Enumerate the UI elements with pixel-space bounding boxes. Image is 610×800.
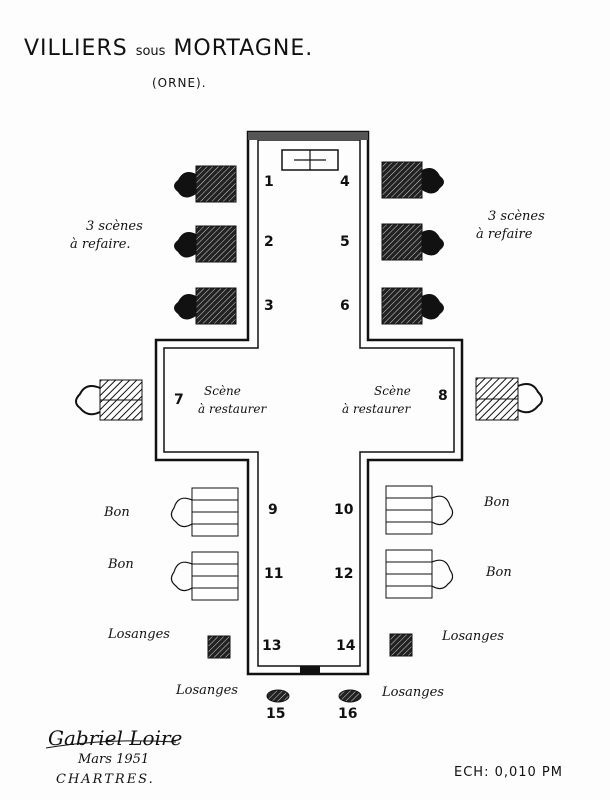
note-right-top-line2: à refaire [476, 227, 533, 242]
note-scene-8-line1: Scène [374, 384, 411, 398]
window-13 [207, 635, 231, 659]
north-wall [248, 132, 368, 140]
note-bon-left-1: Bon [104, 505, 130, 520]
note-scene-7-line1: Scène [204, 384, 241, 398]
title-part-1: VILLIERS [24, 36, 128, 61]
window-8 [475, 377, 543, 421]
page-title: VILLIERS sous MORTAGNE. [24, 36, 313, 61]
church-outer-wall [154, 130, 464, 676]
window-5 [381, 223, 444, 261]
window-9 [170, 487, 239, 537]
window-12 [385, 549, 454, 599]
window-number-14: 14 [336, 638, 356, 654]
window-2 [174, 225, 237, 263]
note-losanges-bottom-left: Losanges [176, 683, 238, 698]
note-left-top-line2: à refaire. [70, 237, 131, 252]
window-number-2: 2 [264, 234, 274, 250]
note-losanges-bottom-right: Losanges [382, 685, 444, 700]
window-number-3: 3 [264, 298, 274, 314]
window-10 [385, 485, 454, 535]
window-number-16: 16 [338, 706, 358, 722]
note-right-top-line1: 3 scènes [488, 209, 545, 224]
window-3 [174, 287, 237, 325]
window-number-10: 10 [334, 502, 354, 518]
note-left-top-line1: 3 scènes [86, 219, 143, 234]
window-number-9: 9 [268, 502, 278, 518]
note-losanges-right: Losanges [442, 629, 504, 644]
window-number-15: 15 [266, 706, 286, 722]
note-scene-7: Scène à restaurer [198, 382, 266, 418]
title-part-small: sous [135, 44, 166, 59]
window-15 [266, 689, 290, 703]
window-number-7: 7 [174, 392, 184, 408]
note-bon-left-2: Bon [108, 557, 134, 572]
title-part-2: MORTAGNE. [173, 36, 314, 61]
window-6 [381, 287, 444, 325]
window-number-11: 11 [264, 566, 284, 582]
note-scene-7-line2: à restaurer [198, 402, 267, 416]
window-number-1: 1 [264, 174, 274, 190]
window-11 [170, 551, 239, 601]
window-number-4: 4 [340, 174, 350, 190]
window-number-6: 6 [340, 298, 350, 314]
window-number-8: 8 [438, 388, 448, 404]
scale-label: ECH: 0,010 PM [454, 765, 563, 780]
window-number-12: 12 [334, 566, 354, 582]
signature: Gabriel Loire [48, 726, 183, 750]
window-4 [381, 161, 444, 199]
church-inner-wall [163, 139, 455, 667]
note-left-top: 3 scènes à refaire. [70, 218, 143, 254]
note-right-top: 3 scènes à refaire [476, 208, 545, 244]
note-scene-8: Scène à restaurer [342, 382, 411, 418]
note-losanges-left: Losanges [108, 627, 170, 642]
window-7 [75, 379, 143, 421]
window-number-13: 13 [262, 638, 282, 654]
date: Mars 1951 [78, 752, 150, 767]
page-subtitle: (ORNE). [152, 76, 207, 90]
window-14 [389, 633, 413, 657]
window-1 [174, 165, 237, 203]
entrance-door [300, 666, 320, 674]
note-bon-right-2: Bon [486, 565, 512, 580]
note-scene-8-line2: à restaurer [342, 402, 411, 416]
window-16 [338, 689, 362, 703]
city: CHARTRES. [56, 772, 155, 787]
window-number-5: 5 [340, 234, 350, 250]
note-bon-right-1: Bon [484, 495, 510, 510]
